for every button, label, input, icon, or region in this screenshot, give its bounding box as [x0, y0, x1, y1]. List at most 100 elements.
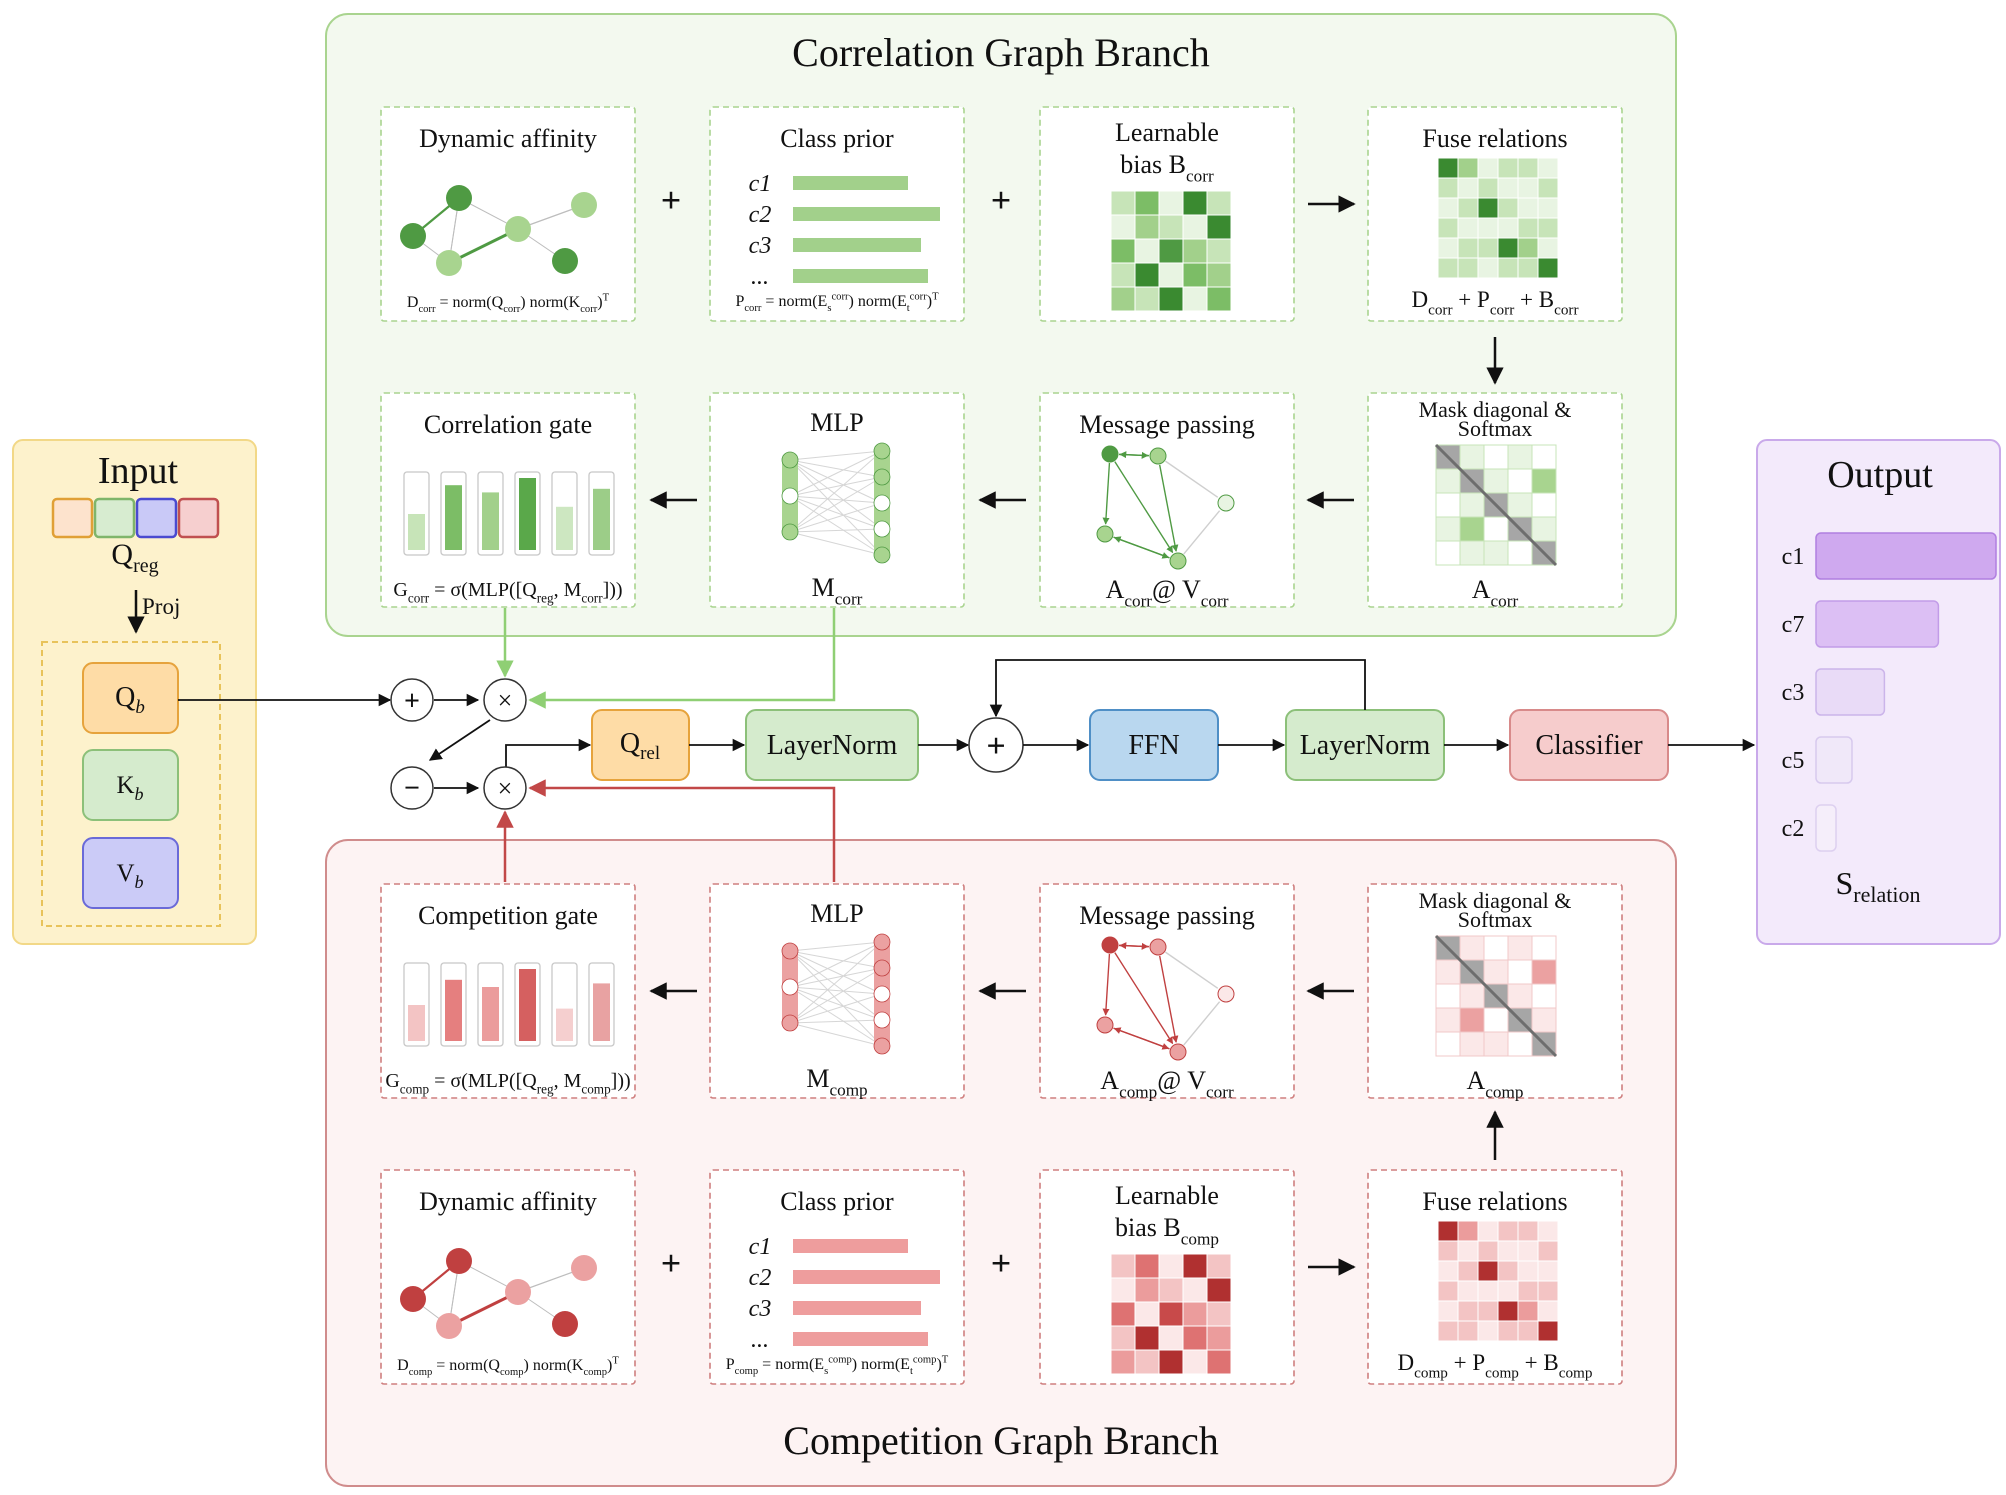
comp-mask-cell	[1507, 935, 1533, 961]
comp-fuse-cell	[1457, 1300, 1479, 1322]
comp-learnable-bias-title: Learnable	[1115, 1181, 1219, 1210]
corr-mask-cell	[1435, 468, 1461, 494]
corr-fuse-cell	[1497, 217, 1519, 239]
comp-gate-bar	[408, 1005, 425, 1041]
corr-affinity-node	[505, 216, 531, 242]
comp-fuse-cell	[1437, 1240, 1459, 1262]
comp-message-edge	[1114, 952, 1174, 1045]
corr-message-edge	[1114, 461, 1174, 554]
corr-fuse-cell	[1517, 237, 1539, 259]
corr-class-prior-label: ...	[751, 264, 769, 290]
comp-fuse-cell	[1437, 1220, 1459, 1242]
comp-mlp-edge	[789, 950, 883, 1047]
comp-mlp-edge	[789, 941, 883, 1024]
layernorm2-label: LayerNorm	[1300, 730, 1431, 761]
corr-mlp-edge	[789, 450, 883, 461]
corr-bias-cell	[1158, 238, 1184, 264]
corr-mask-cell	[1507, 492, 1533, 518]
comp-message-passing-title: Message passing	[1079, 901, 1254, 930]
corr-mlp-node	[873, 468, 891, 486]
corr-mask-cell	[1459, 492, 1485, 518]
corr-class-prior-bar	[793, 238, 921, 252]
comp-fuse-cell	[1537, 1260, 1559, 1282]
input-token	[93, 497, 136, 539]
corr-mlp-node	[781, 523, 799, 541]
comp-class-prior-bar	[793, 1332, 928, 1346]
minus-node	[390, 766, 434, 810]
comp-affinity-node	[552, 1311, 578, 1337]
corr-mlp-edge	[789, 502, 883, 533]
comp-fuse-cell	[1537, 1240, 1559, 1262]
comp-bias-cell	[1134, 1301, 1160, 1327]
corr-mlp-arrow	[528, 608, 836, 709]
comp-fuse-cell	[1537, 1300, 1559, 1322]
corr-class-prior-formula: Pcorr = norm(Escorr) norm(Etcorr)T	[735, 292, 939, 315]
comp-message-node	[1169, 1043, 1187, 1061]
corr-class-prior-bar	[793, 269, 928, 283]
plus-symbol: +	[404, 686, 420, 717]
comp-mask-title-2: Softmax	[1458, 907, 1533, 932]
corr-mask-cell	[1459, 540, 1485, 566]
corr-gate-bar	[519, 478, 536, 550]
corr-mask-cell	[1531, 492, 1557, 518]
comp-bias-cell	[1206, 1301, 1232, 1327]
corr-gate-bar	[408, 514, 425, 550]
comp-gate-bar	[445, 979, 462, 1041]
corr-fuse-cell	[1497, 177, 1519, 199]
corr-gate-bar	[445, 485, 462, 550]
kb-box	[82, 749, 179, 821]
comp-fuse-cell	[1477, 1220, 1499, 1242]
comp-fuse-cell	[1537, 1220, 1559, 1242]
corr-bias-cell	[1158, 262, 1184, 288]
comp-affinity-node	[446, 1248, 472, 1274]
corr-mask-title-1: Mask diagonal &	[1419, 397, 1572, 422]
corr-mask-cell	[1507, 444, 1533, 470]
corr-mask-cell	[1483, 516, 1509, 542]
corr-mlp-edge	[789, 531, 883, 556]
corr-bias-cell	[1134, 190, 1160, 216]
comp-fuse-cell	[1497, 1280, 1519, 1302]
comp-bias-cell	[1110, 1277, 1136, 1303]
comp-mask-cell	[1531, 935, 1557, 961]
times-node-upper	[483, 678, 527, 722]
comp-fuse-cell	[1497, 1220, 1519, 1242]
corr-class-prior-bar	[793, 207, 940, 221]
corr-mlp-node	[873, 442, 891, 460]
corr-fuse-cell	[1497, 257, 1519, 279]
comp-mlp-edge	[789, 986, 883, 995]
corr-gate-bar	[482, 492, 499, 550]
comp-mask-cell	[1507, 1031, 1533, 1057]
corr-fuse-cell	[1457, 237, 1479, 259]
corr-mask-cell	[1507, 468, 1533, 494]
comp-class-prior-label: c3	[749, 1296, 772, 1322]
comp-fuse-cell	[1477, 1260, 1499, 1282]
output-score-bar	[1815, 736, 1853, 784]
comp-bias-cell	[1134, 1325, 1160, 1351]
comp-mlp-node	[873, 933, 891, 951]
comp-fuse-cell	[1497, 1300, 1519, 1322]
comp-mask-title-1: Mask diagonal &	[1419, 888, 1572, 913]
qkv-group	[41, 641, 221, 927]
comp-fuse-cell	[1497, 1260, 1519, 1282]
comp-fuse-cell	[1437, 1320, 1459, 1342]
input-panel: Input Qreg Proj Qb Kb Vb	[12, 439, 257, 945]
comp-bias-cell	[1134, 1253, 1160, 1279]
comp-fuse-cell	[1437, 1280, 1459, 1302]
minus-symbol: −	[404, 773, 420, 804]
comp-bias-cell	[1182, 1301, 1208, 1327]
corr-mask-cell	[1435, 492, 1461, 518]
corr-class-prior-label: c3	[749, 233, 772, 259]
comp-mask-cell	[1435, 1031, 1461, 1057]
corr-bias-cell	[1206, 262, 1232, 288]
corr-fuse-cell	[1457, 257, 1479, 279]
times-symbol-lower: ×	[498, 774, 513, 803]
corr-class-prior-label: c2	[749, 202, 772, 228]
corr-fuse-cell	[1497, 197, 1519, 219]
comp-fuse-relations-formula: Dcomp + Pcomp + Bcomp	[1398, 1350, 1593, 1381]
classifier-label: Classifier	[1535, 730, 1643, 761]
corr-mlp-node	[781, 487, 799, 505]
